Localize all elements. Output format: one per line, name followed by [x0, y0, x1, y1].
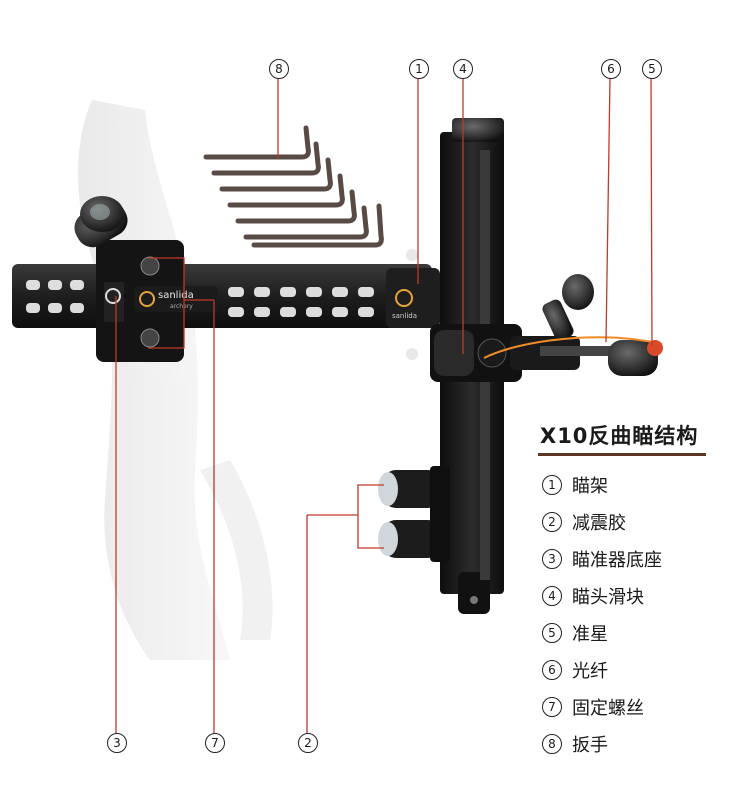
legend-item: 3 瞄准器底座 — [542, 546, 742, 572]
svg-text:sanlida: sanlida — [392, 312, 417, 320]
callout-4: 4 — [453, 59, 473, 79]
legend-number: 4 — [542, 586, 562, 606]
legend-item: 4 瞄头滑块 — [542, 583, 742, 609]
legend-item: 5 准星 — [542, 620, 742, 646]
legend-number: 1 — [542, 475, 562, 495]
logo-text: sanlida — [158, 290, 194, 301]
fiber-optic — [483, 336, 663, 359]
callout-1: 1 — [409, 59, 429, 79]
legend-text: 减震胶 — [572, 513, 626, 534]
legend-text: 瞄准器底座 — [572, 550, 662, 571]
legend-number: 6 — [542, 660, 562, 680]
diagram-title: X10反曲瞄结构 — [540, 424, 699, 448]
vibration-dampers — [378, 466, 450, 562]
sight-pin-assembly — [483, 336, 663, 376]
legend-number: 8 — [542, 734, 562, 754]
legend-number: 7 — [542, 697, 562, 717]
brand-logo-plate: sanlida archery — [134, 286, 218, 312]
legend-text: 固定螺丝 — [572, 698, 644, 719]
legend-item: 7 固定螺丝 — [542, 694, 742, 720]
legend-item: 6 光纤 — [542, 657, 742, 683]
leader-lines — [115, 76, 653, 733]
sight-frame-clamp: sanlida — [386, 249, 440, 360]
legend-text: 准星 — [572, 624, 608, 645]
callout-7: 7 — [205, 733, 225, 753]
legend-item: 8 扳手 — [542, 731, 742, 757]
callout-8: 8 — [269, 59, 289, 79]
title-underline — [538, 453, 706, 456]
extension-bar — [12, 264, 432, 328]
callout-3: 3 — [107, 733, 127, 753]
hex-key-set — [203, 125, 384, 248]
legend-number: 2 — [542, 512, 562, 532]
legend-text: 瞄架 — [572, 476, 608, 497]
legend-number: 5 — [542, 623, 562, 643]
callout-5: 5 — [642, 59, 662, 79]
callout-6: 6 — [601, 59, 621, 79]
legend-item: 2 减震胶 — [542, 509, 742, 535]
pin-dot — [647, 340, 663, 356]
legend-text: 光纤 — [572, 661, 608, 682]
legend-item: 1 瞄架 — [542, 472, 742, 498]
legend-text: 瞄头滑块 — [572, 587, 644, 608]
legend-number: 3 — [542, 549, 562, 569]
legend-text: 扳手 — [572, 735, 608, 756]
callout-2: 2 — [298, 733, 318, 753]
svg-text:archery: archery — [170, 303, 193, 310]
bow-riser — [78, 100, 273, 660]
